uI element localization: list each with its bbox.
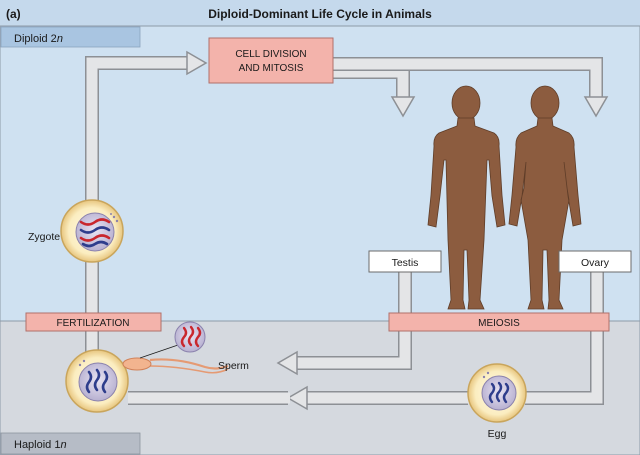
zygote-organelles: [110, 213, 119, 223]
sperm-callout-line: [139, 344, 179, 359]
egg-cell: Egg: [467, 363, 527, 440]
panel-label: (a): [6, 7, 21, 21]
egg-organelles: [482, 371, 490, 379]
ovary-label: Ovary: [581, 257, 610, 269]
zygote-cell: Zygote: [28, 199, 124, 263]
mitosis-label-line2: AND MITOSIS: [239, 63, 304, 74]
meiosis-label: MEIOSIS: [478, 318, 520, 329]
testis-box: Testis: [368, 250, 442, 273]
arrow-meiosis-to-sperm: [276, 272, 412, 376]
diploid-label: Diploid 2n: [14, 33, 63, 45]
arrow-mitosis-to-female: [333, 57, 609, 118]
mitosis-box: CELL DIVISION AND MITOSIS: [208, 37, 334, 84]
male-figure: [427, 85, 506, 310]
fertilized-egg-organelles: [78, 359, 86, 367]
sperm-label: Sperm: [218, 360, 249, 372]
zygote-chromosomes: [79, 218, 111, 248]
egg-chromosomes: [488, 381, 510, 404]
arrow-zygote-to-mitosis: [85, 50, 208, 200]
ovary-box: Ovary: [558, 250, 632, 273]
diagram-title: Diploid-Dominant Life Cycle in Animals: [208, 7, 432, 21]
testis-label: Testis: [392, 257, 419, 269]
arrow-egg-to-fertilization: [128, 385, 470, 411]
female-figure: [508, 85, 582, 310]
title-bar: [0, 0, 640, 26]
diploid-tab: [0, 26, 141, 48]
fertilization-label: FERTILIZATION: [57, 318, 130, 329]
sperm-chromosomes: [180, 325, 202, 348]
fertilized-egg-chromosomes: [85, 368, 109, 394]
fertilized-egg-cell: [65, 349, 129, 413]
zygote-label: Zygote: [28, 231, 60, 243]
egg-label: Egg: [488, 428, 507, 440]
haploid-label: Haploid 1n: [14, 439, 67, 451]
meiosis-box: MEIOSIS: [388, 312, 610, 332]
fertilization-box: FERTILIZATION: [25, 312, 162, 332]
haploid-tab: [0, 432, 141, 455]
mitosis-label-line1: CELL DIVISION: [235, 49, 306, 60]
arrow-mitosis-to-male: [333, 65, 416, 118]
sperm-cell: Sperm: [122, 321, 249, 374]
